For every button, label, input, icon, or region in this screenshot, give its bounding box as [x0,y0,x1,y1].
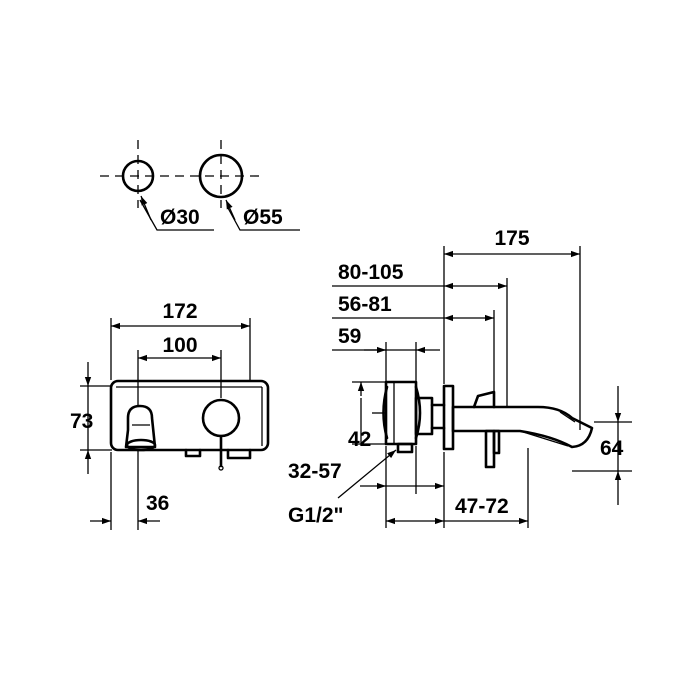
dim-hole-large: Ø55 [243,206,283,229]
hole-large-circle [198,153,244,199]
dim-side-range-1: 80-105 [338,261,404,284]
dim-side-body-height: 42 [348,428,371,451]
dim-side-plate: 59 [338,325,361,348]
dim-front-spout-offset: 36 [146,492,169,515]
dim-side-spout: 47-72 [455,495,509,518]
dim-front-width: 172 [162,300,197,323]
dim-side-connection: G1/2" [288,504,343,527]
front-view: 172 100 73 36 [70,300,270,530]
dim-side-spout-height: 64 [600,437,624,460]
hole-small-circle [121,159,155,193]
dim-front-height: 73 [70,410,93,433]
dim-hole-small: Ø30 [160,206,200,229]
side-view: 175 80-105 56-81 59 42 32-57 G1/2" [288,227,632,528]
dim-side-total: 175 [494,227,529,250]
dim-side-install: 32-57 [288,460,342,483]
dim-front-center: 100 [162,334,197,357]
hole-pattern-view: Ø30 Ø55 [100,140,300,231]
dim-side-range-2: 56-81 [338,293,392,316]
